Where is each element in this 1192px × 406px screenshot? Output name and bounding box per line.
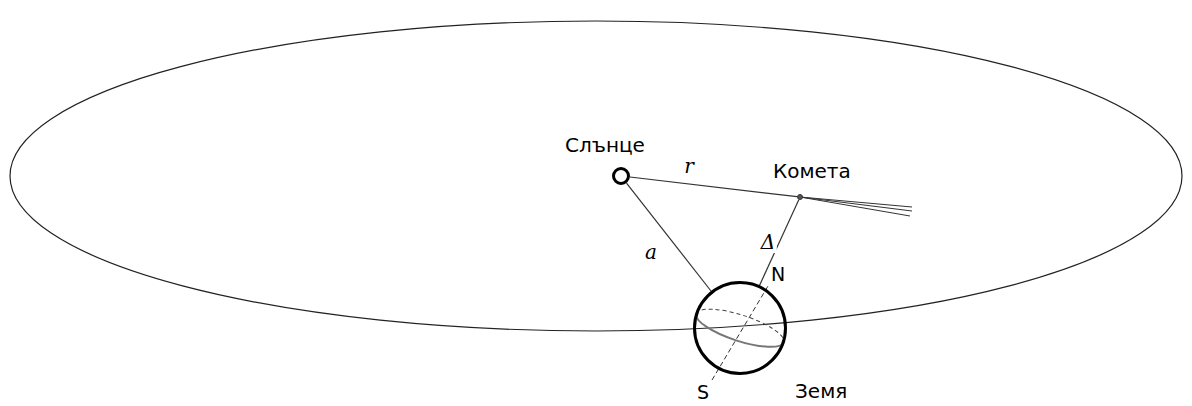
equator-front bbox=[692, 314, 784, 355]
comet-dot: Комета bbox=[797, 194, 803, 200]
north-pole-label: N bbox=[771, 263, 785, 285]
earth-axis bbox=[712, 286, 768, 380]
distance-label: r bbox=[682, 155, 696, 177]
tail-line bbox=[800, 197, 912, 207]
earth-orbit bbox=[10, 21, 1182, 331]
distance-line bbox=[760, 200, 799, 286]
sun-circle: Слънце bbox=[612, 167, 630, 185]
body-label: Комета bbox=[773, 159, 851, 183]
distance-label: a bbox=[643, 241, 659, 263]
tail-line bbox=[800, 197, 910, 216]
distance-line bbox=[630, 177, 797, 197]
earth-details bbox=[692, 301, 788, 354]
comet-tail bbox=[800, 197, 912, 216]
earth-circle: Земя bbox=[693, 281, 787, 375]
distance-line bbox=[627, 183, 712, 291]
distance-label: Δ bbox=[759, 231, 777, 253]
tail-line bbox=[800, 197, 912, 211]
equator-back bbox=[696, 301, 788, 342]
body-label: Слънце bbox=[565, 133, 645, 157]
body-label: Земя bbox=[795, 379, 847, 403]
south-pole-label: S bbox=[697, 381, 709, 403]
